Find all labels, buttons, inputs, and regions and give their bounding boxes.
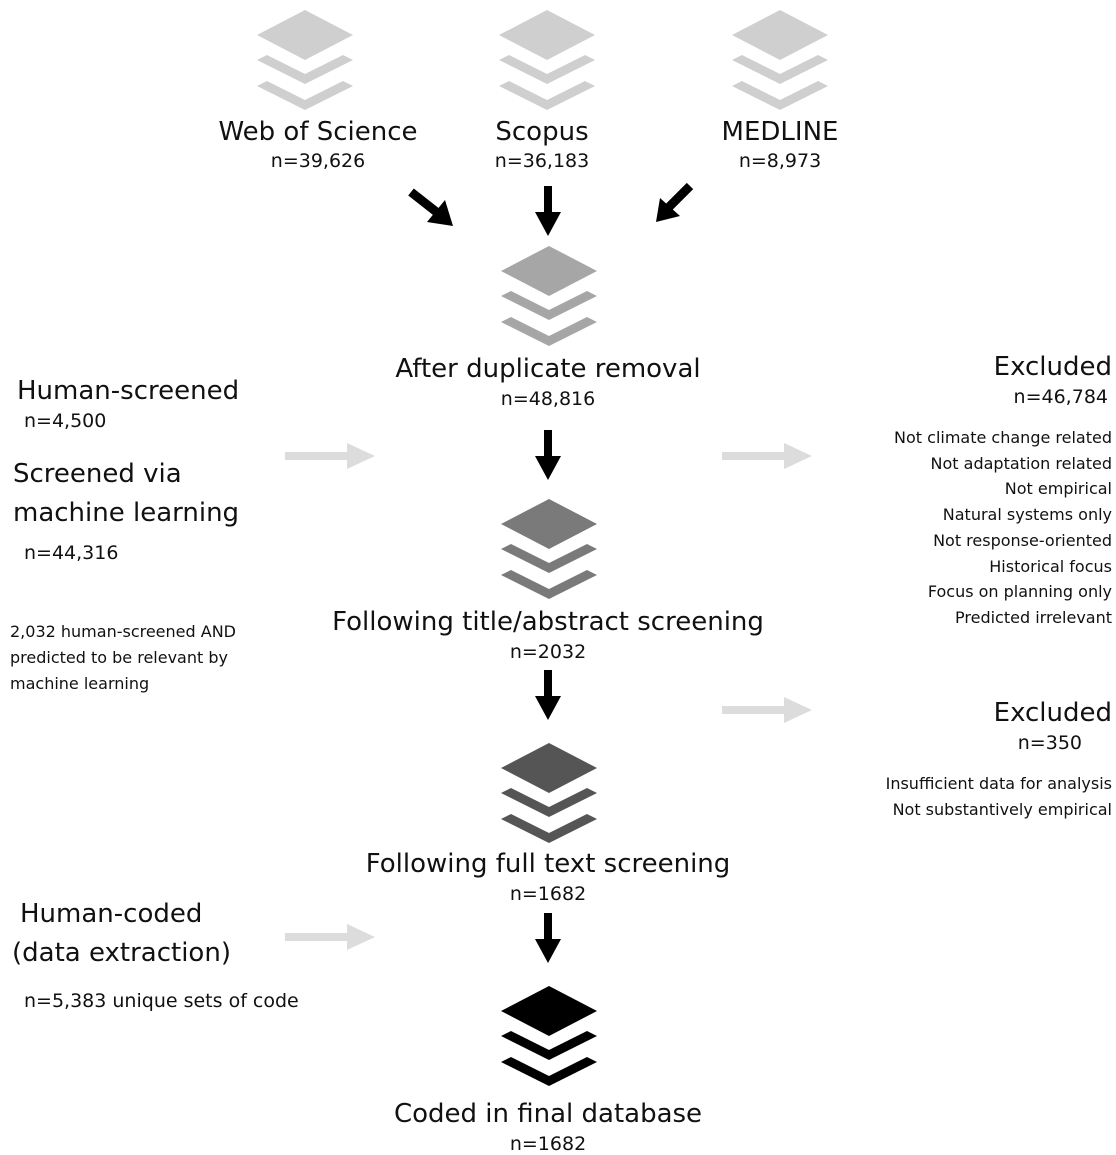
database-stack-icon-scopus xyxy=(499,10,595,110)
arrow-right-icon-screening-input xyxy=(285,443,375,469)
exclusion-reason: Not adaptation related xyxy=(930,453,1112,473)
source-count-medline: n=8,973 xyxy=(738,150,822,172)
database-stack-icon-title-abstract-screening xyxy=(501,499,597,599)
arrow-down-icon-sources xyxy=(535,186,561,236)
database-stack-icon-full-text-screening xyxy=(501,743,597,843)
excluded-2-reasons: Insufficient data for analysis Not subst… xyxy=(886,771,1112,822)
stage-title-coded-final-database: Coded in final database xyxy=(393,1099,703,1129)
stage-count-full-text-screening: n=1682 xyxy=(509,883,587,905)
exclusion-reason: Natural systems only xyxy=(942,505,1112,525)
stage-title-after-duplicate-removal: After duplicate removal xyxy=(395,354,701,384)
database-stack-icon-after-duplicate-removal xyxy=(501,246,597,346)
note-line-2: predicted to be relevant by xyxy=(10,648,228,667)
excluded-2-title: Excluded xyxy=(993,698,1112,728)
arrow-right-icon-coding-input xyxy=(285,924,375,950)
source-name-medline: MEDLINE xyxy=(721,117,839,147)
database-stack-icon-web-of-science xyxy=(257,10,353,110)
source-name-scopus: Scopus xyxy=(495,117,589,147)
ml-screened-count: n=44,316 xyxy=(24,542,119,564)
exclusion-reason: Insufficient data for analysis xyxy=(885,774,1112,793)
exclusion-reason: Not substantively empirical xyxy=(892,799,1112,819)
arrow-diagonal-down-right-icon xyxy=(408,188,453,226)
stage-count-coded-final-database: n=1682 xyxy=(509,1133,587,1155)
stage-title-title-abstract-screening: Following title/abstract screening xyxy=(332,607,764,637)
human-coded-title-line1: Human-coded xyxy=(20,899,203,929)
arrow-right-icon-exclusion-2 xyxy=(722,697,812,723)
database-stack-icon-medline xyxy=(732,10,828,110)
human-coded-title-line2: (data extraction) xyxy=(12,938,231,968)
excluded-1-title: Excluded xyxy=(993,352,1112,382)
ml-relevance-note: 2,032 human-screened AND predicted to be… xyxy=(10,619,236,697)
source-count-web-of-science: n=39,626 xyxy=(270,150,366,172)
database-stack-icon-coded-final-database xyxy=(501,986,597,1086)
stage-title-full-text-screening: Following full text screening xyxy=(365,849,731,879)
exclusion-reason: Predicted irrelevant xyxy=(955,607,1112,627)
exclusion-reason: Focus on planning only xyxy=(927,582,1112,602)
excluded-1-count: n=46,784 xyxy=(1013,386,1108,408)
arrow-down-icon-1 xyxy=(535,430,561,480)
arrow-right-icon-exclusion-1 xyxy=(722,443,812,469)
human-screened-count: n=4,500 xyxy=(24,410,107,432)
excluded-1-reasons: Not climate change related Not adaptatio… xyxy=(894,425,1112,631)
ml-screened-title-line1: Screened via xyxy=(13,459,182,489)
arrow-diagonal-down-left-icon xyxy=(656,182,694,222)
note-line-3: machine learning xyxy=(10,674,150,693)
arrow-down-icon-2 xyxy=(535,670,561,720)
human-coded-count: n=5,383 unique sets of code xyxy=(24,990,299,1012)
note-line-1: 2,032 human-screened AND xyxy=(10,622,236,641)
stage-count-after-duplicate-removal: n=48,816 xyxy=(500,388,596,410)
arrow-down-icon-3 xyxy=(535,913,561,963)
exclusion-reason: Not climate change related xyxy=(894,428,1112,447)
ml-screened-title-line2: machine learning xyxy=(13,498,240,528)
source-count-scopus: n=36,183 xyxy=(494,150,590,172)
exclusion-reason: Not empirical xyxy=(1004,479,1112,499)
source-name-web-of-science: Web of Science xyxy=(218,117,418,147)
human-screened-title: Human-screened xyxy=(17,376,240,406)
exclusion-reason: Historical focus xyxy=(989,556,1112,576)
exclusion-reason: Not response-oriented xyxy=(933,530,1112,550)
stage-count-title-abstract-screening: n=2032 xyxy=(509,641,587,663)
excluded-2-count: n=350 xyxy=(1017,732,1082,754)
